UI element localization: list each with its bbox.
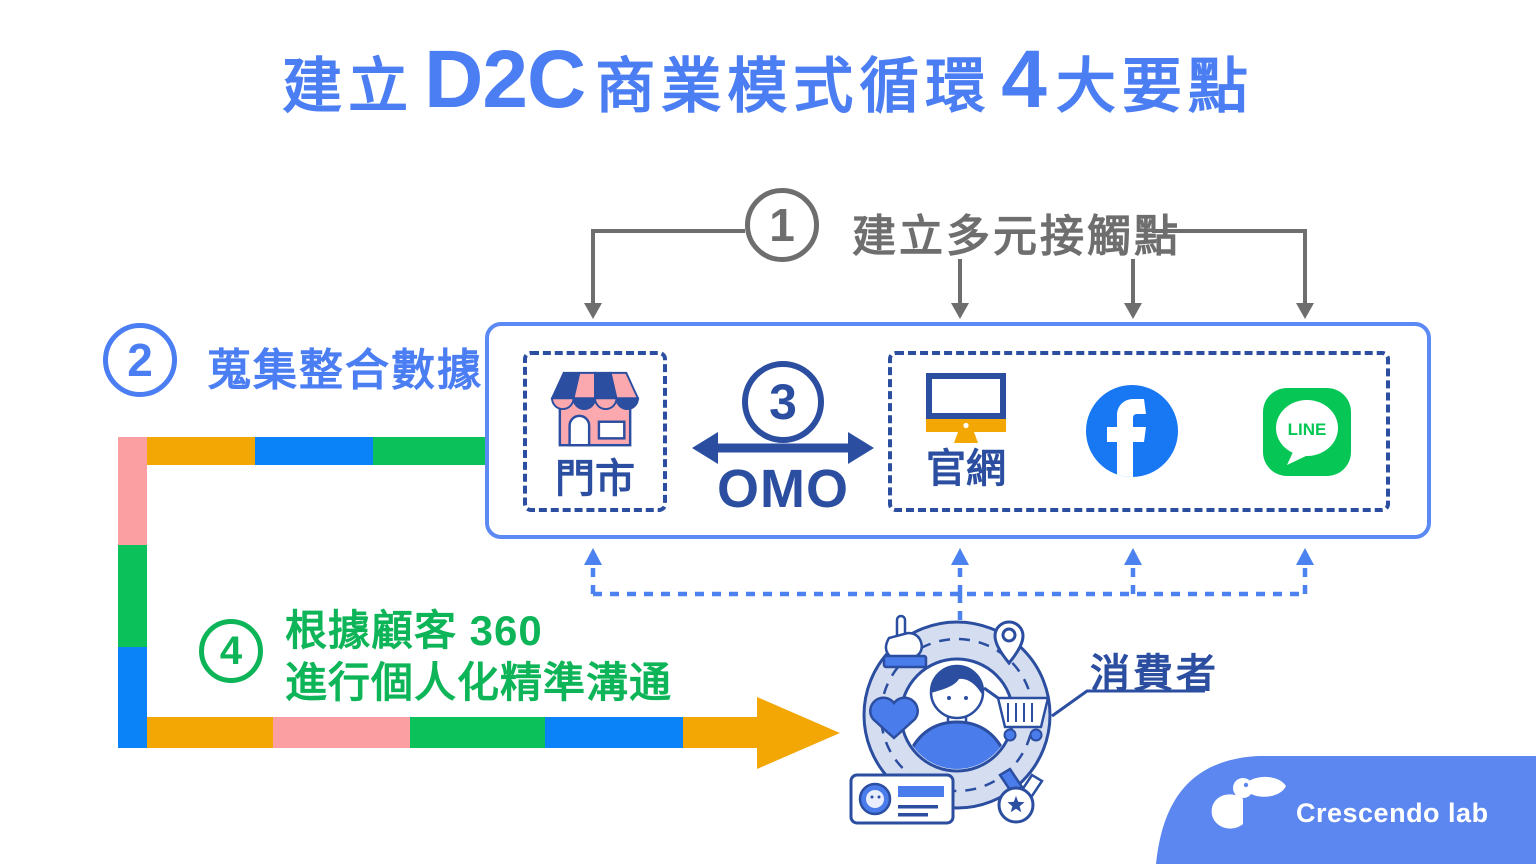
- step3-number: 3: [769, 374, 797, 430]
- path-segment-bottom-blue: [545, 717, 683, 748]
- path-segment-vertical-blue: [118, 647, 147, 748]
- title-four: 4: [1001, 34, 1047, 125]
- path-segment-vertical-green: [118, 545, 147, 647]
- consumer-illustration: [849, 614, 1205, 825]
- page-title: 建立 D2C 商業模式循環 4 大要點: [0, 38, 1536, 125]
- pelican-logo-icon: [1211, 776, 1286, 829]
- store-channel-box: 門市: [523, 351, 667, 512]
- facebook-icon: [1086, 385, 1178, 477]
- step3-number-badge: 3: [742, 361, 824, 443]
- title-middle: 商業模式循環: [595, 53, 992, 120]
- step1-number: 1: [769, 199, 795, 251]
- step2-number-badge: 2: [103, 323, 177, 397]
- website-label: 官網: [926, 447, 1006, 491]
- shopping-cart-icon: [983, 686, 1050, 742]
- line-wordmark: LINE: [1288, 420, 1327, 439]
- path-segment-bottom-orange: [147, 717, 273, 748]
- step1-down-arrowheads: [584, 303, 1314, 319]
- website-channel: 官網: [914, 373, 1018, 489]
- location-pin-icon: [993, 620, 1025, 666]
- flow-arrow: [683, 697, 840, 769]
- step1-label: 建立多元接觸點: [852, 212, 1181, 261]
- step4-label-line2: 進行個人化精準溝通: [285, 659, 673, 706]
- step1-bracket: [591, 229, 1307, 304]
- id-card-icon: [849, 773, 955, 825]
- path-segment-vertical-pink: [118, 437, 147, 545]
- footer-brand-name: Crescendo lab: [1296, 798, 1489, 828]
- feedback-up-arrowheads: [584, 548, 1314, 565]
- digital-channels-box: 官網 LINE: [888, 351, 1390, 512]
- path-segment-top-orange: [147, 437, 255, 465]
- step1-number-badge: 1: [745, 188, 819, 262]
- heart-icon: [869, 696, 919, 740]
- path-segment-top-blue: [255, 437, 373, 465]
- consumer-label: 消費者: [1090, 652, 1219, 696]
- medal-icon: [997, 767, 1044, 824]
- cursor-hand-icon: [882, 614, 928, 669]
- step4-number-badge: 4: [199, 619, 263, 683]
- path-segment-bottom-pink: [273, 717, 410, 748]
- store-label: 門市: [555, 457, 635, 501]
- omo-label: OMO: [717, 459, 849, 519]
- channels-container-box: 門市 3 OMO 官網: [485, 322, 1431, 539]
- line-icon: LINE: [1263, 388, 1351, 476]
- monitor-icon: [926, 373, 1006, 443]
- title-suffix: 大要點: [1055, 53, 1254, 120]
- consumer-callout-line: [1051, 689, 1205, 718]
- step2-number: 2: [127, 334, 153, 386]
- footer-brand-panel: [1156, 756, 1536, 864]
- step4-label-line1: 根據顧客 360: [285, 607, 543, 654]
- title-d2c: D2C: [424, 34, 586, 125]
- path-segment-bottom-green: [410, 717, 545, 748]
- title-prefix: 建立: [282, 53, 415, 120]
- double-arrow-icon: [692, 432, 874, 464]
- star-icon: [1007, 796, 1025, 813]
- feedback-dashed-lines: [590, 565, 1308, 622]
- step2-label: 蒐集整合數據: [207, 346, 483, 395]
- path-segment-top-green: [373, 437, 485, 465]
- store-icon: [550, 371, 640, 447]
- step4-number: 4: [219, 629, 243, 673]
